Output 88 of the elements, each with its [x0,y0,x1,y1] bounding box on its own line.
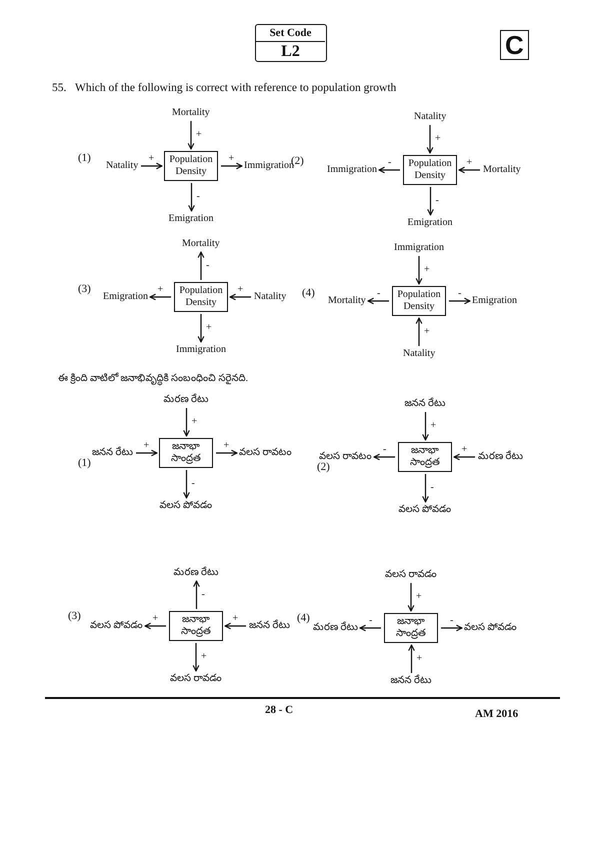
arrow [453,454,475,460]
arrow [198,314,204,343]
arrow [221,162,243,170]
node-label: వలస పోవడం [90,620,142,632]
arrow [198,251,204,280]
node-label: Natality [414,111,446,123]
arrow [188,121,194,150]
node-label: జనన రేటు [249,620,290,632]
arrow [141,162,163,170]
node-label: Emigration [472,295,517,307]
option-number: (1) [78,152,91,164]
process-box: జనాభా సాంద్రత [384,613,438,643]
node-label: Emigration [408,217,452,229]
option-number: (2) [317,461,330,473]
arrow [416,317,422,346]
node-label: Immigration [176,344,226,356]
node-label: Emigration [103,291,148,303]
node-label: Natality [106,160,138,172]
node-label: వలస రావటం [319,451,372,463]
arrow [458,166,480,174]
node-label: Immigration [327,164,377,176]
node-label: వలస రావటం [239,447,292,459]
node-label: Mortality [182,238,220,250]
arrow [426,125,434,154]
process-box: Population Density [174,282,228,312]
arrow [224,622,246,630]
node-label: Natality [403,348,436,360]
node-label: మరణ రేటు [313,622,358,634]
arrow [408,583,414,612]
node-label: మరణ రేటు [478,451,522,463]
set-code-heading: Set Code [256,26,325,42]
node-label: వలస రావడం [385,569,436,581]
arrow [408,644,415,673]
arrow [367,298,389,304]
arrow [149,294,171,300]
booklet-code: C [500,30,529,60]
node-label: జనన రేటు [92,447,132,459]
process-box: Population Density [164,151,218,181]
node-label: వలస పోవడం [464,622,516,634]
option-number: (3) [78,283,91,295]
arrow [422,474,429,503]
process-box: జనాభా సాంద్రత [398,442,452,472]
node-label: Mortality [172,107,210,119]
process-box: జనాభా సాంద్రత [169,611,223,641]
node-label: వలస రావడం [170,673,222,685]
node-label: జనన రేటు [404,398,445,410]
arrow [188,183,195,212]
arrow [427,187,434,216]
node-label: Immigration [394,242,444,254]
node-label: Natality [254,291,286,303]
arrow [359,624,381,632]
arrow [216,450,238,456]
arrow [144,622,166,630]
process-box: Population Density [392,286,446,316]
arrow [441,624,463,632]
set-code-value: L2 [280,43,301,60]
page-footer: AM 2016 [475,708,518,720]
node-label: Mortality [483,164,521,176]
arrow [416,256,422,285]
arrow [449,298,471,304]
arrow [229,294,251,300]
node-label: వలస పోవడం [160,500,212,512]
question-number: 55. [52,82,66,94]
question-text: Which of the following is correct with reference to population growth [75,82,396,94]
node-label: జనన రేటు [390,675,431,687]
option-number: (3) [68,610,81,622]
node-label: Immigration [244,160,294,172]
arrow [373,454,395,460]
arrow [193,580,200,609]
node-label: Mortality [328,295,366,307]
option-number: (1) [78,457,91,469]
node-label: మరణ రేటు [174,567,218,579]
process-box: Population Density [403,155,457,185]
option-number: (4) [297,612,310,624]
arrow [378,166,400,174]
process-box: జనాభా సాంద్రత [159,438,213,468]
arrow [192,643,200,672]
page-footer: 28 - C [265,704,294,716]
node-label: మరణ రేటు [164,394,208,406]
node-label: Emigration [168,213,214,225]
arrow [183,408,190,437]
question-text: ఈ క్రింది వాటిలో జనాభివృద్ధికి సంబంధించి సరైనది. [58,372,248,386]
option-number: (2) [291,155,304,167]
arrow [422,412,429,441]
arrow [136,450,158,456]
arrow [183,470,190,499]
node-label: వలస పోవడం [398,504,451,516]
option-number: (4) [302,287,315,299]
